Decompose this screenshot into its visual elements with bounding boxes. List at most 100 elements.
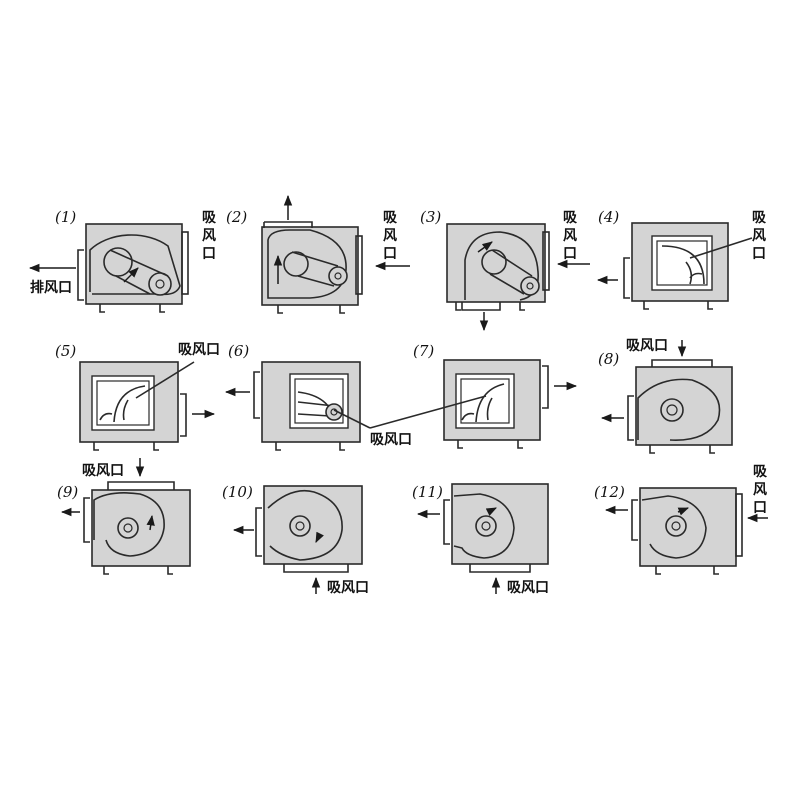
figure-11: (11) 吸风口 (412, 483, 549, 596)
intake-flange (542, 231, 550, 291)
intake-label-char: 风 (752, 228, 766, 244)
figure-1: (1) 排风口 吸 风 口 (28, 208, 217, 313)
scroll-volute (267, 489, 343, 561)
intake-label: 吸风口 (327, 580, 369, 596)
impeller-shaft (481, 521, 491, 531)
intake-window (289, 373, 349, 429)
rotation-arrow (315, 531, 324, 543)
scroll-curve-inner (122, 399, 129, 421)
impeller-shaft (666, 404, 678, 416)
mounting-feet (455, 302, 525, 311)
scroll-curve-inner (685, 261, 693, 285)
impeller-shaft (123, 523, 133, 533)
outlet-flange (83, 497, 90, 543)
leader-line (369, 395, 487, 429)
leader-line (135, 361, 195, 399)
figure-6: (6) (224, 342, 371, 451)
outlet-flange (627, 395, 634, 441)
impeller-hub (665, 515, 687, 537)
intake-flange (469, 564, 531, 573)
intake-label-char: 风 (753, 482, 767, 498)
scroll-curve-inner (486, 397, 493, 421)
fan-housing (451, 483, 549, 565)
rotation-arrow (146, 514, 155, 531)
scroll-curve-tail (99, 412, 113, 421)
scroll-volute (641, 495, 707, 559)
exhaust-label: 排风口 (30, 279, 72, 296)
impeller-hub (475, 515, 497, 537)
intake-flange (107, 481, 175, 490)
outlet-flange (255, 507, 262, 557)
outlet-flange (542, 365, 549, 409)
mounting-feet (93, 442, 159, 451)
scroll-curve-tail (689, 272, 703, 279)
scroll-curve (661, 245, 705, 285)
fan-housing (91, 489, 191, 567)
impeller-shaft (671, 521, 681, 531)
rotation-arrow (123, 267, 139, 283)
drive-belt (291, 251, 339, 287)
figure-number: (8) (598, 350, 619, 368)
intake-window (651, 235, 713, 291)
figure-number: (2) (226, 208, 247, 226)
figure-number: (5) (55, 342, 76, 360)
figure-9: (9) 吸风口 (57, 458, 191, 575)
intake-label-char: 吸 (753, 464, 768, 480)
figure-number: (12) (594, 483, 625, 501)
motor-pulley (103, 247, 133, 277)
fan-shaft (526, 282, 534, 290)
outlet-flange (443, 499, 450, 545)
impeller-hub (289, 515, 311, 537)
intake-flange (181, 231, 189, 295)
outlet-flange (253, 371, 260, 419)
intake-label-char: 吸 (752, 210, 767, 226)
figure-10: (10) 吸风口 (222, 483, 369, 596)
rotation-arrow (485, 507, 497, 516)
impeller-hub (660, 398, 684, 422)
fan-housing (261, 226, 359, 306)
intake-flange (283, 564, 349, 573)
mounting-feet (103, 566, 173, 575)
outlet-flange (180, 393, 187, 437)
figure-3: (3) 吸 风 口 (420, 208, 590, 332)
intake-label: 吸风口 (507, 580, 549, 596)
fan-pulley (520, 276, 540, 296)
scroll-curve (113, 385, 146, 423)
intake-label: 吸风口 (178, 342, 220, 358)
figure-7: (7) 吸风口 (369, 342, 578, 449)
intake-window (91, 375, 155, 431)
scroll-volute (89, 234, 181, 296)
intake-label-char: 口 (383, 246, 397, 262)
mounting-feet (277, 305, 345, 314)
intake-label-char: 风 (383, 228, 397, 244)
outlet-flange (623, 257, 630, 299)
impeller-hub (117, 517, 139, 539)
figure-12: (12) 吸 风 口 (594, 464, 768, 575)
scroll-volute (453, 493, 515, 559)
figure-4: (4) 吸 风 口 (596, 208, 767, 310)
mounting-feet (275, 442, 345, 451)
intake-label: 吸风口 (626, 338, 668, 354)
mounting-feet (99, 304, 165, 313)
figure-number: (7) (413, 342, 434, 360)
intake-label-char: 吸 (202, 210, 217, 226)
figure-8: (8) 吸风口 (598, 338, 733, 454)
intake-label: 吸风口 (82, 463, 124, 479)
figure-number: (3) (420, 208, 441, 226)
intake-window (455, 373, 515, 429)
intake-window-inner (294, 378, 344, 424)
intake-label-char: 口 (202, 246, 216, 262)
mounting-feet (655, 566, 719, 575)
fan-pulley (325, 403, 343, 421)
intake-window-inner (96, 380, 150, 426)
fan-shaft (155, 279, 165, 289)
rotation-arrow (477, 241, 493, 253)
motor-pulley (481, 249, 507, 275)
drive-belt (297, 401, 335, 417)
figure-number: (1) (55, 208, 76, 226)
figure-2: (2) 吸 风 口 (226, 194, 410, 314)
leader-line (689, 237, 753, 259)
rotation-arrow (677, 507, 689, 516)
motor-pulley (283, 251, 309, 277)
scroll-volute (93, 492, 165, 557)
